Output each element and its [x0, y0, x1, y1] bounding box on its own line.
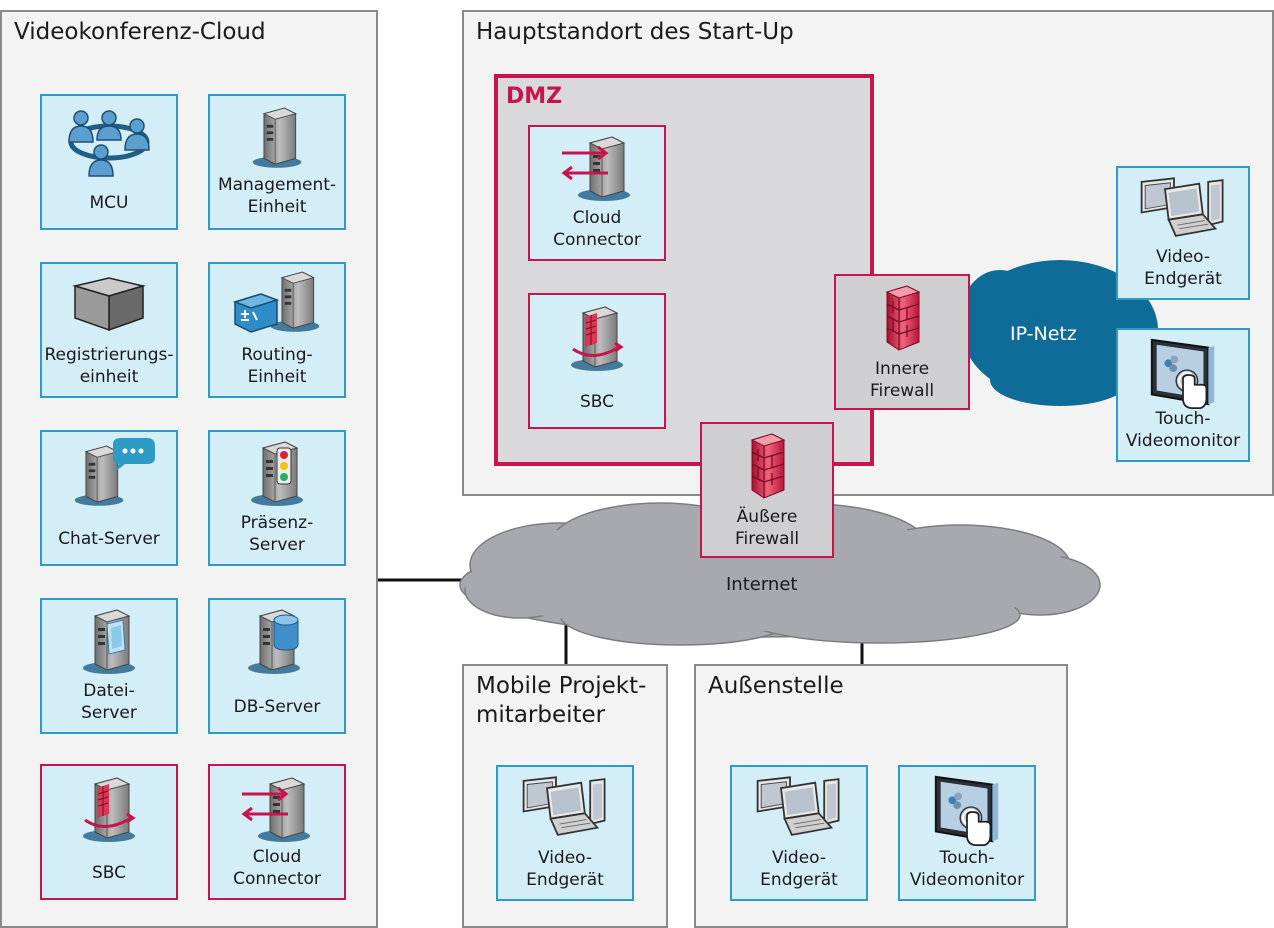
node-praesenz-server[interactable]: Präsenz- Server [208, 430, 346, 566]
node-label: DB-Server [233, 697, 321, 717]
node-video-endgeraet-mobile[interactable]: Video- Endgerät [496, 765, 634, 901]
internet-label: Internet [726, 574, 798, 595]
group-title-hq: Hauptstandort des Start-Up [476, 19, 794, 45]
ip-net-label: IP-Netz [1010, 323, 1077, 345]
node-label: Datei- Server [81, 681, 137, 724]
box-icon [72, 277, 146, 332]
node-touch-videomonitor-hq[interactable]: Touch- Videomonitor [1116, 328, 1250, 462]
node-chat-server[interactable]: Chat-Server [40, 430, 178, 566]
node-mcu[interactable]: MCU [40, 94, 178, 230]
server-icon [249, 104, 305, 170]
node-video-endgeraet-hq[interactable]: Video- Endgerät [1116, 166, 1250, 300]
node-label: SBC [91, 863, 127, 883]
node-cloud-connector-cloud[interactable]: Cloud Connector [208, 764, 346, 900]
node-datei-server[interactable]: Datei- Server [40, 598, 178, 734]
database-server-icon [247, 609, 301, 675]
node-label: Video- Endgerät [1144, 247, 1222, 290]
touch-monitor-icon [928, 771, 1006, 849]
chat-server-icon [74, 438, 155, 507]
node-management-einheit[interactable]: Management- Einheit [208, 94, 346, 230]
node-label: Management- Einheit [217, 175, 337, 218]
node-label: SBC [579, 392, 615, 412]
group-title-cloud: Videokonferenz-Cloud [14, 19, 266, 45]
node-label: Äußere Firewall [734, 507, 800, 550]
node-label: Präsenz- Server [240, 513, 314, 556]
node-db-server[interactable]: DB-Server [208, 598, 346, 734]
firewall-icon [742, 432, 792, 502]
node-touch-videomonitor-remote[interactable]: Touch- Videomonitor [898, 765, 1036, 901]
node-label: Registrierungs- einheit [44, 345, 174, 388]
dmz-label: DMZ [506, 84, 563, 109]
node-innere-firewall[interactable]: Innere Firewall [834, 274, 970, 410]
file-server-icon [82, 609, 136, 675]
node-sbc-dmz[interactable]: SBC [528, 293, 666, 429]
node-label: Video- Endgerät [760, 848, 838, 891]
node-label: Cloud Connector [553, 208, 641, 251]
node-label: Innere Firewall [869, 359, 935, 402]
users-icon [68, 110, 150, 177]
node-routing-einheit[interactable]: Routing- Einheit [208, 262, 346, 398]
node-video-endgeraet-remote[interactable]: Video- Endgerät [730, 765, 868, 901]
touch-monitor-icon [1144, 334, 1222, 412]
video-device-icon [520, 775, 610, 839]
video-device-icon [754, 775, 844, 839]
node-label: Video- Endgerät [526, 848, 604, 891]
node-registrierungseinheit[interactable]: Registrierungs- einheit [40, 262, 178, 398]
traffic-light-server-icon [250, 441, 304, 507]
firewall-icon [877, 284, 927, 354]
node-label: Touch- Videomonitor [1125, 409, 1241, 452]
sbc-server-icon [570, 306, 624, 372]
group-title-mobile: Mobile Projekt- mitarbeiter [476, 673, 647, 728]
node-sbc-cloud[interactable]: SBC [40, 764, 178, 900]
node-label: MCU [89, 193, 129, 213]
node-aeussere-firewall[interactable]: Äußere Firewall [700, 422, 834, 558]
connector-server-icon [561, 136, 631, 202]
node-cloud-connector-dmz[interactable]: Cloud Connector [528, 125, 666, 261]
sbc-server-icon [82, 777, 136, 843]
connector-server-icon [241, 777, 311, 843]
group-title-remote: Außenstelle [708, 673, 844, 699]
node-label: Touch- Videomonitor [909, 848, 1025, 891]
router-server-icon [232, 271, 320, 333]
node-label: Cloud Connector [233, 847, 321, 890]
node-label: Routing- Einheit [241, 345, 313, 388]
node-label: Chat-Server [58, 529, 160, 549]
video-device-icon [1138, 176, 1228, 240]
